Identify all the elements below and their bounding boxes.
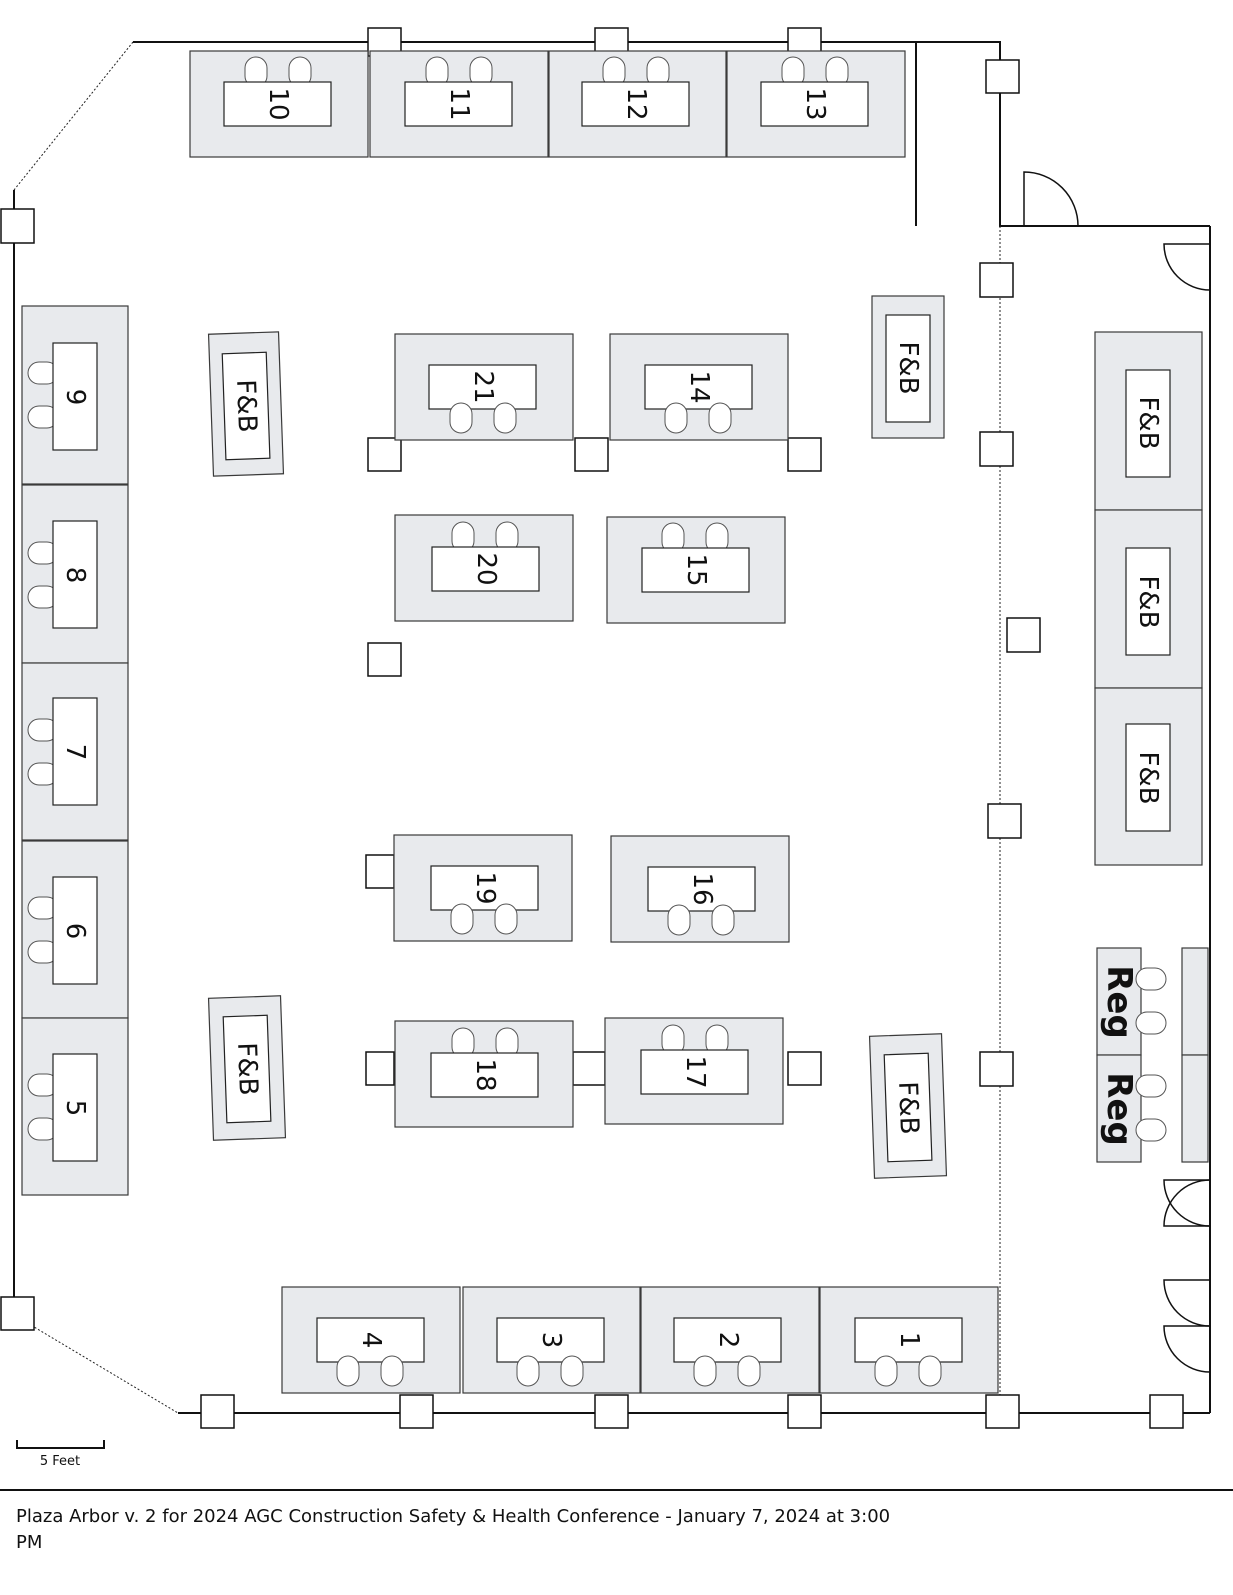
booth-label: 18 <box>470 1058 500 1091</box>
booth-label: 16 <box>687 872 717 905</box>
pillar <box>367 437 402 472</box>
pillar <box>979 262 1014 298</box>
booth-19[interactable]: 19 <box>393 834 573 942</box>
pillar <box>365 1051 395 1086</box>
fb-station-center-right-bottom[interactable]: F&B <box>868 1033 948 1179</box>
booth-13[interactable]: 13 <box>726 50 906 158</box>
booth-label: 9 <box>60 389 90 406</box>
pillar <box>787 437 822 472</box>
scale-bar: 5 Feet <box>16 1440 105 1469</box>
fb-station-left-bottom[interactable]: F&B <box>207 995 287 1141</box>
fb-station-left-top[interactable]: F&B <box>207 331 285 477</box>
booth-5[interactable]: 5 <box>21 1017 129 1196</box>
booth-12[interactable]: 12 <box>548 50 727 158</box>
fb-station-right-3[interactable]: F&B <box>1094 687 1203 866</box>
booth-label: 13 <box>800 87 830 120</box>
booth-1[interactable]: 1 <box>819 1286 999 1394</box>
booth-2[interactable]: 2 <box>640 1286 820 1394</box>
booth-label: 7 <box>60 744 90 761</box>
pillar <box>200 1394 235 1429</box>
booth-4[interactable]: 4 <box>281 1286 461 1394</box>
reg-label: Reg <box>1099 1072 1139 1146</box>
floor-plan: 10 11 12 13 9 8 <box>0 27 1211 1469</box>
pillars <box>0 27 1184 1429</box>
booth-label: 3 <box>536 1332 566 1349</box>
fb-station-right-1[interactable]: F&B <box>1094 331 1203 511</box>
booth-6[interactable]: 6 <box>21 840 129 1019</box>
fb-label: F&B <box>1133 396 1163 449</box>
registration-table-1[interactable]: Reg <box>1096 947 1167 1056</box>
booth-18[interactable]: 18 <box>394 1020 574 1128</box>
fb-label: F&B <box>1133 575 1163 628</box>
pillar <box>787 1394 822 1429</box>
booth-16[interactable]: 16 <box>610 835 790 943</box>
fb-label: F&B <box>893 341 923 394</box>
booth-20[interactable]: 20 <box>394 514 574 622</box>
pillar <box>367 642 402 677</box>
booth-label: 17 <box>680 1055 710 1088</box>
booth-label: 10 <box>263 87 293 120</box>
booth-label: 15 <box>681 553 711 586</box>
plan-caption: Plaza Arbor v. 2 for 2024 AGC Constructi… <box>16 1506 891 1553</box>
reg-label: Reg <box>1099 965 1139 1039</box>
booth-label: 20 <box>471 552 501 585</box>
booth-label: 4 <box>356 1332 386 1349</box>
booth-10[interactable]: 10 <box>189 50 369 158</box>
fb-station-center-right-top[interactable]: F&B <box>871 295 945 439</box>
pillar <box>979 1051 1014 1087</box>
pillar <box>985 1394 1020 1429</box>
booth-7[interactable]: 7 <box>21 662 129 841</box>
doors <box>1023 171 1211 1373</box>
pillar <box>979 431 1014 467</box>
booth-15[interactable]: 15 <box>606 516 786 624</box>
pillar <box>1006 617 1041 653</box>
pillar <box>1149 1394 1184 1429</box>
booth-14[interactable]: 14 <box>609 333 789 441</box>
pillar <box>987 803 1022 839</box>
booth-label: 8 <box>60 567 90 584</box>
walls <box>13 41 1211 1414</box>
booth-label: 14 <box>684 370 714 403</box>
pillar <box>0 1296 35 1331</box>
fb-label: F&B <box>231 1042 263 1096</box>
footer-divider <box>0 1489 1233 1491</box>
booth-8[interactable]: 8 <box>21 484 129 664</box>
booth-21[interactable]: 21 <box>394 333 574 441</box>
pillar <box>574 437 609 472</box>
booth-label: 5 <box>60 1100 90 1117</box>
booth-3[interactable]: 3 <box>462 1286 641 1394</box>
registration-table-2[interactable]: Reg <box>1096 1054 1167 1163</box>
pillar <box>0 208 35 244</box>
pillar <box>594 1394 629 1429</box>
pillar <box>399 1394 434 1429</box>
registration-backtable <box>1181 947 1209 1163</box>
booth-label: 1 <box>894 1332 924 1349</box>
scale-label: 5 Feet <box>40 1454 80 1469</box>
fb-label: F&B <box>230 379 262 433</box>
booth-11[interactable]: 11 <box>369 50 549 158</box>
booth-label: 12 <box>621 87 651 120</box>
fb-label: F&B <box>892 1081 924 1135</box>
booth-label: 11 <box>444 87 474 120</box>
pillar <box>787 1051 822 1086</box>
booth-label: 21 <box>468 370 498 403</box>
booth-label: 2 <box>713 1332 743 1349</box>
pillar <box>985 59 1020 94</box>
booth-label: 19 <box>470 871 500 904</box>
booth-9[interactable]: 9 <box>21 305 129 485</box>
pillar <box>572 1051 606 1086</box>
fb-station-right-2[interactable]: F&B <box>1094 509 1203 689</box>
booth-17[interactable]: 17 <box>604 1017 784 1125</box>
pillar <box>365 854 395 889</box>
booth-label: 6 <box>60 923 90 940</box>
fb-label: F&B <box>1133 751 1163 804</box>
